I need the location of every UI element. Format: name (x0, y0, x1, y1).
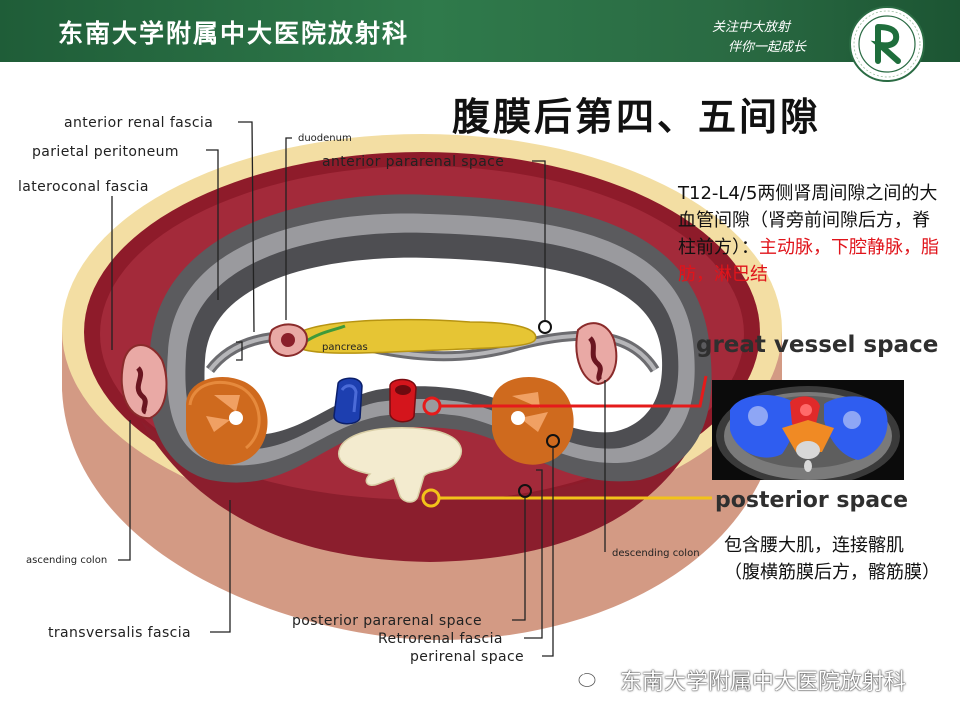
left-kidney (492, 377, 574, 465)
label-anterior-pararenal-space: anterior pararenal space (322, 154, 504, 170)
callout-great-vessel-space: great vessel space (696, 332, 938, 358)
ct-scan-image (712, 380, 904, 480)
wechat-icon (568, 662, 598, 692)
description-top: T12-L4/5两侧肾周间隙之间的大血管间隙（肾旁前间隙后方，脊柱前方）：主动脉… (678, 180, 940, 288)
label-descending-colon: descending colon (612, 548, 700, 559)
label-transversalis-fascia: transversalis fascia (48, 625, 191, 641)
description-bottom: 包含腰大肌，连接髂肌（腹横筋膜后方，髂筋膜） (724, 532, 934, 586)
label-duodenum: duodenum (298, 133, 352, 144)
callout-posterior-space: posterior space (715, 488, 908, 513)
right-kidney (186, 377, 268, 465)
label-retrorenal-fascia: Retrorenal fascia (378, 631, 503, 647)
label-perirenal-space: perirenal space (410, 649, 524, 665)
label-anterior-renal-fascia: anterior renal fascia (64, 115, 213, 131)
label-ascending-colon: ascending colon (26, 555, 107, 566)
label-posterior-pararenal-space: posterior pararenal space (292, 613, 482, 629)
footer-text: 东南大学附属中大医院放射科 (620, 664, 906, 696)
label-lateroconal-fascia: lateroconal fascia (18, 179, 149, 195)
pancreas-label: pancreas (322, 342, 368, 353)
label-parietal-peritoneum: parietal peritoneum (32, 144, 179, 160)
